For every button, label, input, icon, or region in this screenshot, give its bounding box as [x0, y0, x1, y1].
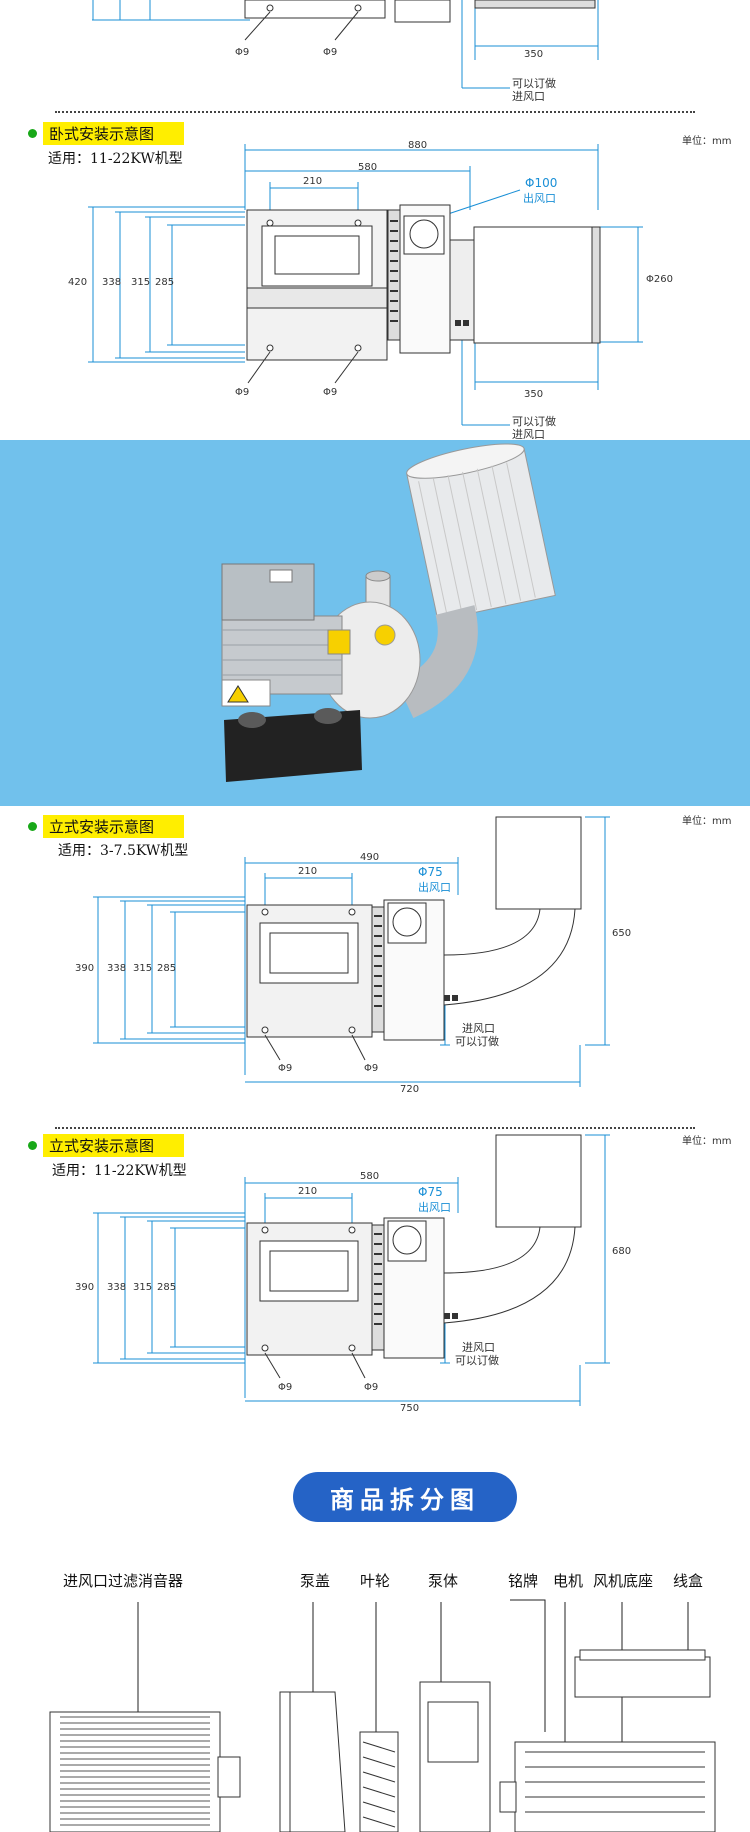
dim-315: 315 — [133, 1282, 153, 1293]
part-label-pump-body: 泵体 — [428, 1572, 459, 1590]
dim-490: 490 — [360, 852, 380, 863]
custom-note: 可以订做 — [455, 1354, 499, 1367]
dim-315: 315 — [131, 277, 151, 288]
dim-680: 680 — [612, 1246, 632, 1257]
inlet-note: 进风口 — [462, 1341, 495, 1354]
outlet-diameter: Φ100 — [525, 176, 558, 190]
dim-350: 350 — [524, 49, 544, 60]
outlet-label: 出风口 — [418, 881, 451, 894]
dim-650: 650 — [612, 928, 632, 939]
horizontal-diagram — [88, 144, 643, 426]
unit-label: 单位：mm — [682, 1136, 732, 1147]
dim-580: 580 — [358, 162, 378, 173]
phi9-label: Φ9 — [278, 1382, 293, 1393]
applies-label: 适用：3-7.5KW机型 — [58, 843, 189, 859]
phi9-label: Φ9 — [323, 47, 338, 58]
dim-285: 285 — [157, 963, 177, 974]
divider — [55, 1127, 695, 1129]
bullet-icon — [28, 129, 37, 138]
inlet-note: 进风口 — [512, 428, 545, 441]
dim-285: 285 — [155, 277, 175, 288]
dim-750: 750 — [400, 1403, 420, 1414]
dim-phi260: Φ260 — [646, 274, 673, 285]
dim-338: 338 — [107, 963, 127, 974]
part-label-pump-cover: 泵盖 — [300, 1572, 331, 1590]
dim-350: 350 — [524, 389, 544, 400]
inlet-note: 进风口 — [512, 90, 545, 103]
dim-210: 210 — [298, 1186, 318, 1197]
dim-720: 720 — [400, 1084, 420, 1095]
section-title-text: 立式安装示意图 — [43, 815, 185, 838]
dim-285: 285 — [157, 1282, 177, 1293]
outlet-diameter: Φ75 — [418, 865, 443, 879]
phi9-label: Φ9 — [235, 387, 250, 398]
custom-note: 可以订做 — [512, 415, 556, 428]
phi9-label: Φ9 — [323, 387, 338, 398]
dim-210: 210 — [303, 176, 323, 187]
phi9-label: Φ9 — [278, 1063, 293, 1074]
exploded-drawing — [49, 1599, 716, 1832]
exploded-view-heading: 商品拆分图 — [293, 1472, 517, 1522]
outlet-label: 出风口 — [418, 1201, 451, 1214]
dim-210: 210 — [298, 866, 318, 877]
dim-390: 390 — [75, 963, 95, 974]
custom-note: 可以订做 — [455, 1035, 499, 1048]
inlet-note: 进风口 — [462, 1022, 495, 1035]
unit-label: 单位：mm — [682, 816, 732, 827]
phi9-label: Φ9 — [364, 1382, 379, 1393]
outlet-diameter: Φ75 — [418, 1185, 443, 1199]
part-label-motor: 电机 — [553, 1572, 584, 1590]
section-title-text: 立式安装示意图 — [43, 1134, 185, 1157]
part-label-terminal-box: 线盒 — [673, 1572, 704, 1590]
section-title: 立式安装示意图 — [28, 815, 185, 838]
vertical-diagram-small — [93, 816, 610, 1087]
custom-note: 可以订做 — [512, 77, 556, 90]
applies-label: 适用：11-22KW机型 — [48, 151, 183, 167]
phi9-label: Φ9 — [235, 47, 250, 58]
top-diagram — [92, 0, 599, 89]
section-title: 立式安装示意图 — [28, 1134, 185, 1157]
dim-390: 390 — [75, 1282, 95, 1293]
dim-315: 315 — [133, 963, 153, 974]
dim-880: 880 — [408, 140, 428, 151]
part-label-impeller: 叶轮 — [360, 1572, 391, 1590]
applies-label: 适用：11-22KW机型 — [52, 1163, 187, 1179]
section-title: 卧式安装示意图 — [28, 122, 185, 145]
part-label-base: 风机底座 — [593, 1572, 654, 1590]
product-photo — [0, 440, 750, 806]
dim-338: 338 — [107, 1282, 127, 1293]
vertical-diagram-large — [93, 1134, 610, 1406]
phi9-label: Φ9 — [364, 1063, 379, 1074]
bullet-icon — [28, 822, 37, 831]
section-title-text: 卧式安装示意图 — [43, 122, 185, 145]
outlet-label: 出风口 — [523, 192, 556, 205]
dim-580: 580 — [360, 1171, 380, 1182]
part-label-nameplate: 铭牌 — [508, 1572, 539, 1590]
dim-420: 420 — [68, 277, 88, 288]
blower-illustration — [221, 443, 556, 782]
bullet-icon — [28, 1141, 37, 1150]
part-label-filter: 进风口过滤消音器 — [63, 1572, 184, 1590]
divider — [55, 111, 695, 113]
unit-label: 单位：mm — [682, 136, 732, 147]
dim-338: 338 — [102, 277, 122, 288]
